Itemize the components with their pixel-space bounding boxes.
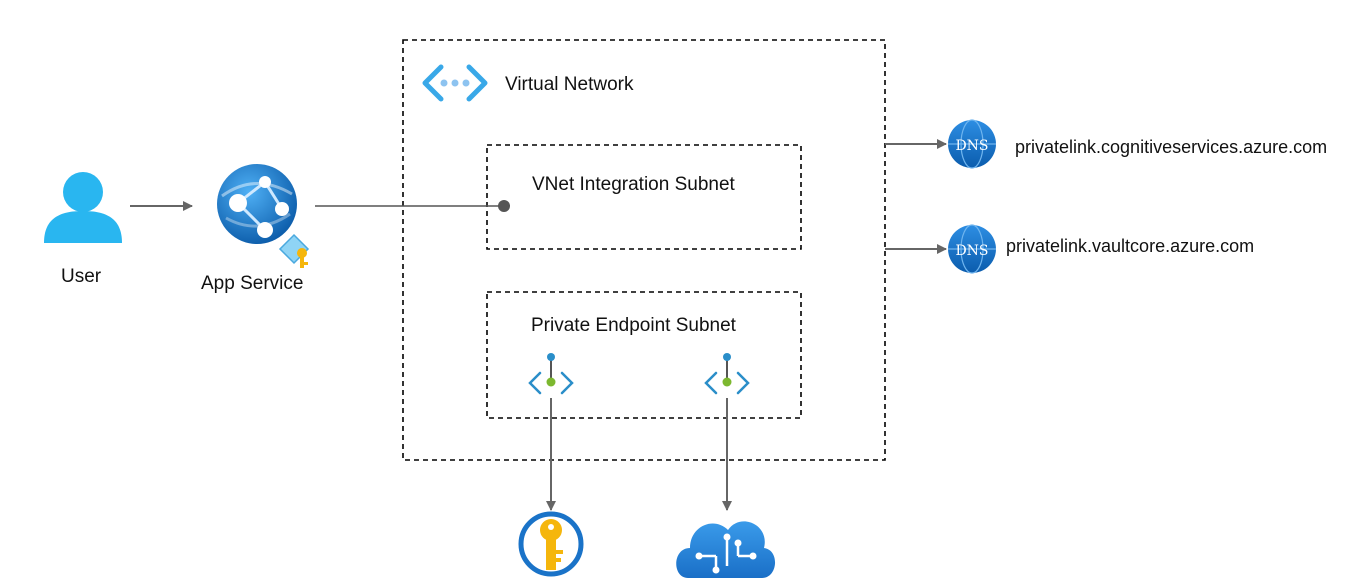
- private-endpoint-icon: [528, 353, 574, 395]
- user-icon: [44, 172, 122, 243]
- connector-endpoint-dot: [498, 200, 510, 212]
- dns-icon-text: DNS: [955, 243, 988, 259]
- private-endpoint-subnet-box: [486, 291, 802, 419]
- dns-icon: DNS: [948, 224, 996, 274]
- private-endpoint-icon: [704, 353, 750, 395]
- virtual-network-label: Virtual Network: [505, 74, 634, 95]
- private-endpoint-subnet-label: Private Endpoint Subnet: [531, 315, 736, 336]
- dns-icon: DNS: [948, 119, 996, 169]
- key-vault-icon: [518, 511, 584, 577]
- app-service-label: App Service: [201, 273, 304, 294]
- user-label: User: [61, 266, 102, 287]
- dns-vault-label: privatelink.vaultcore.azure.com: [1006, 236, 1255, 256]
- virtual-network-icon: [422, 64, 488, 102]
- vnet-integration-subnet-label: VNet Integration Subnet: [532, 174, 735, 195]
- vnet-integration-subnet-box: [486, 144, 802, 250]
- app-service-icon: [217, 164, 310, 268]
- dns-cognitive-label: privatelink.cognitiveservices.azure.com: [1015, 137, 1328, 157]
- dns-icon-text: DNS: [955, 138, 988, 154]
- cognitive-services-icon: [676, 521, 776, 578]
- virtual-network-boundary: [402, 39, 886, 461]
